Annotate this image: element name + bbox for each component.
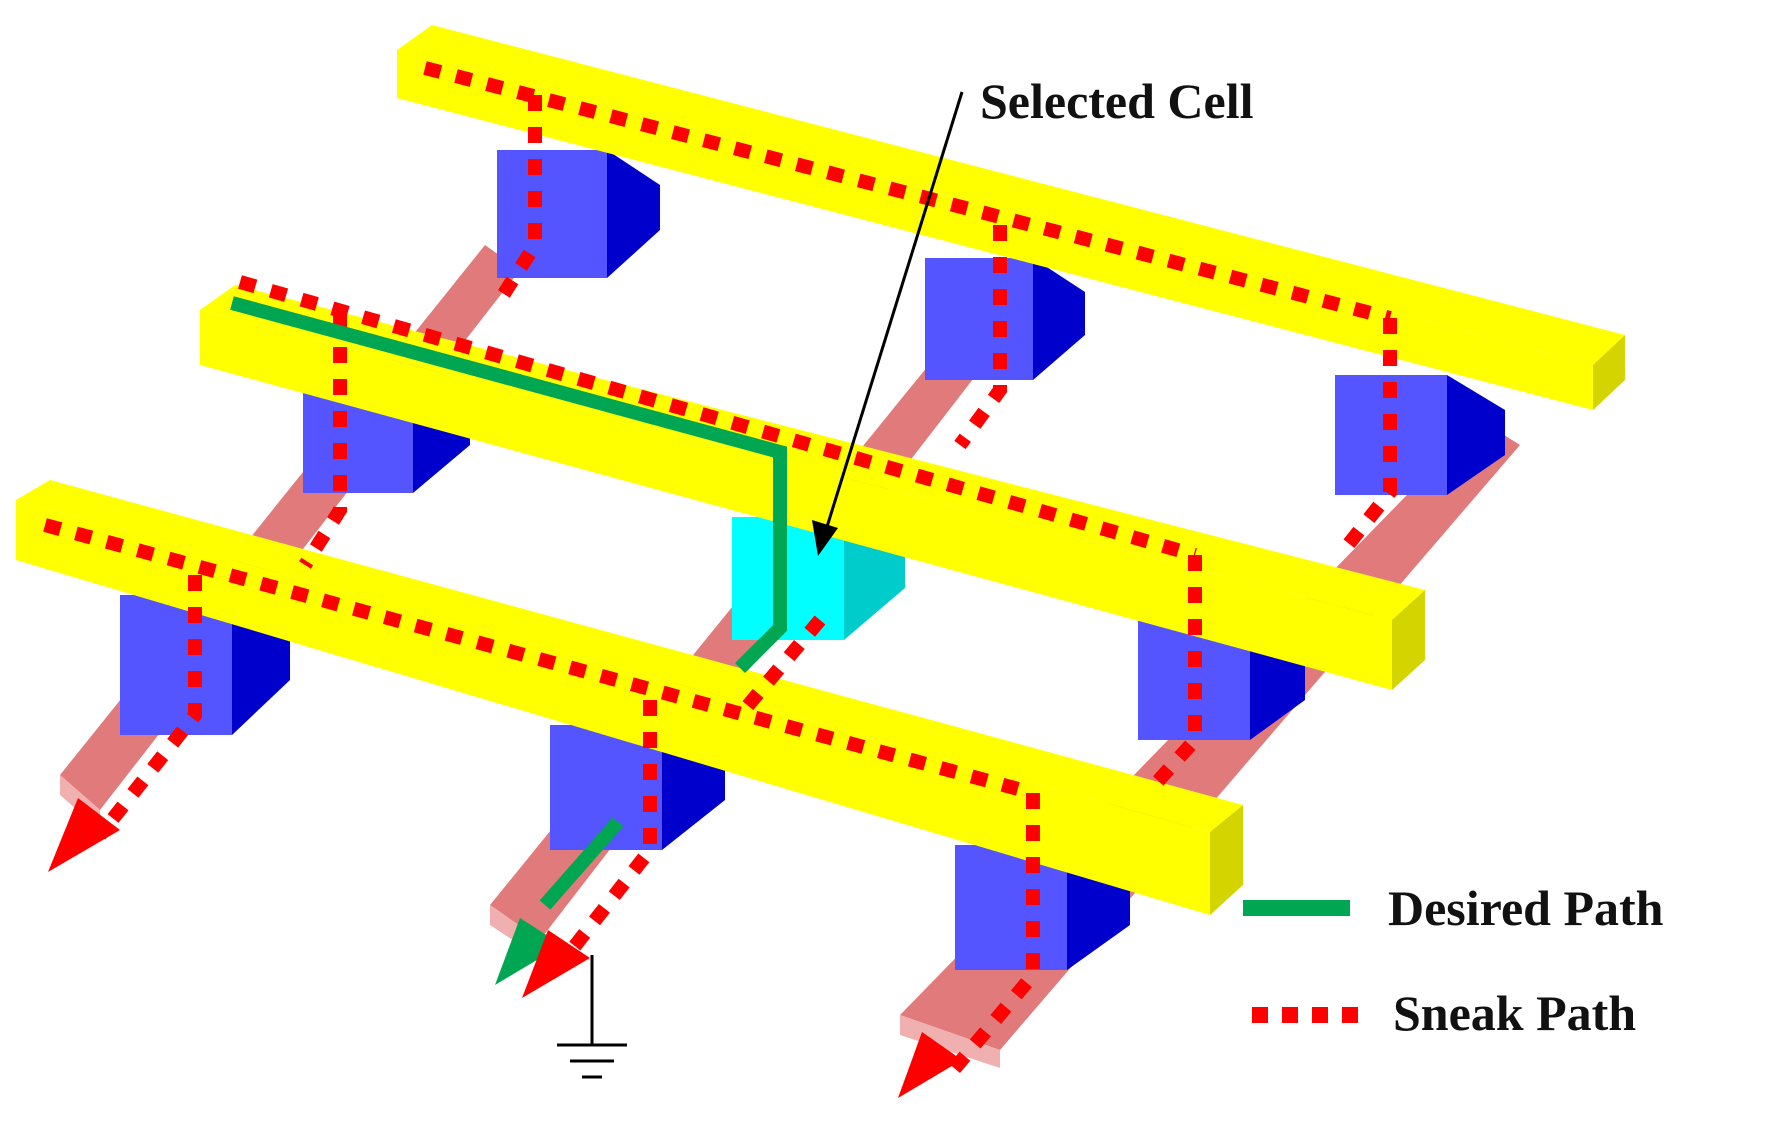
sneak-path-row1-drop-1 [494, 95, 542, 304]
word-line-2 [200, 285, 1425, 690]
legend-label-desired: Desired Path [1388, 880, 1664, 936]
legend-item-sneak-path: Sneak Path [1252, 985, 1636, 1041]
sneak-path-row2-drop-1 [299, 315, 347, 569]
legend-item-desired-path: Desired Path [1243, 880, 1664, 936]
desired-path [230, 296, 787, 910]
sneak-paths [43, 61, 1397, 1085]
callout-arrowhead-icon [812, 520, 838, 556]
current-flow-arrow-icon [48, 798, 120, 872]
sneak-path-row2-drop-3 [1144, 555, 1202, 795]
selected-cell-callout: Selected Cell [812, 73, 1254, 556]
current-flow-arrows [48, 798, 962, 1098]
memory-cell-r1c1 [497, 150, 660, 278]
sneak-path-row1-drop-3 [1334, 318, 1397, 560]
sneak-path-row3-drop-1 [94, 575, 202, 840]
sneak-path-row1-drop-2 [954, 225, 1007, 450]
sneak-path-row1 [423, 61, 1392, 325]
legend-label-sneak: Sneak Path [1393, 985, 1636, 1041]
memory-cell-r1c3 [1335, 375, 1505, 495]
current-flow-arrow-icon [495, 918, 562, 985]
word-line-3 [16, 480, 1243, 915]
ground-symbol-icon [557, 955, 627, 1079]
sneak-path-row3 [43, 518, 1035, 800]
desired-path-bitline-segment [539, 817, 624, 910]
current-flow-arrow-icon [898, 1032, 962, 1098]
current-flow-arrow-icon [522, 930, 590, 998]
memory-cell-r1c2 [925, 258, 1085, 380]
sneak-path-selected-drop [734, 615, 826, 720]
sneak-path-row2 [238, 275, 1197, 562]
callout-arrow-line [824, 91, 964, 531]
desired-path-wordline-segment [230, 296, 787, 673]
selected-cell-label: Selected Cell [980, 73, 1254, 129]
legend: Desired Path Sneak Path [1243, 880, 1664, 1041]
